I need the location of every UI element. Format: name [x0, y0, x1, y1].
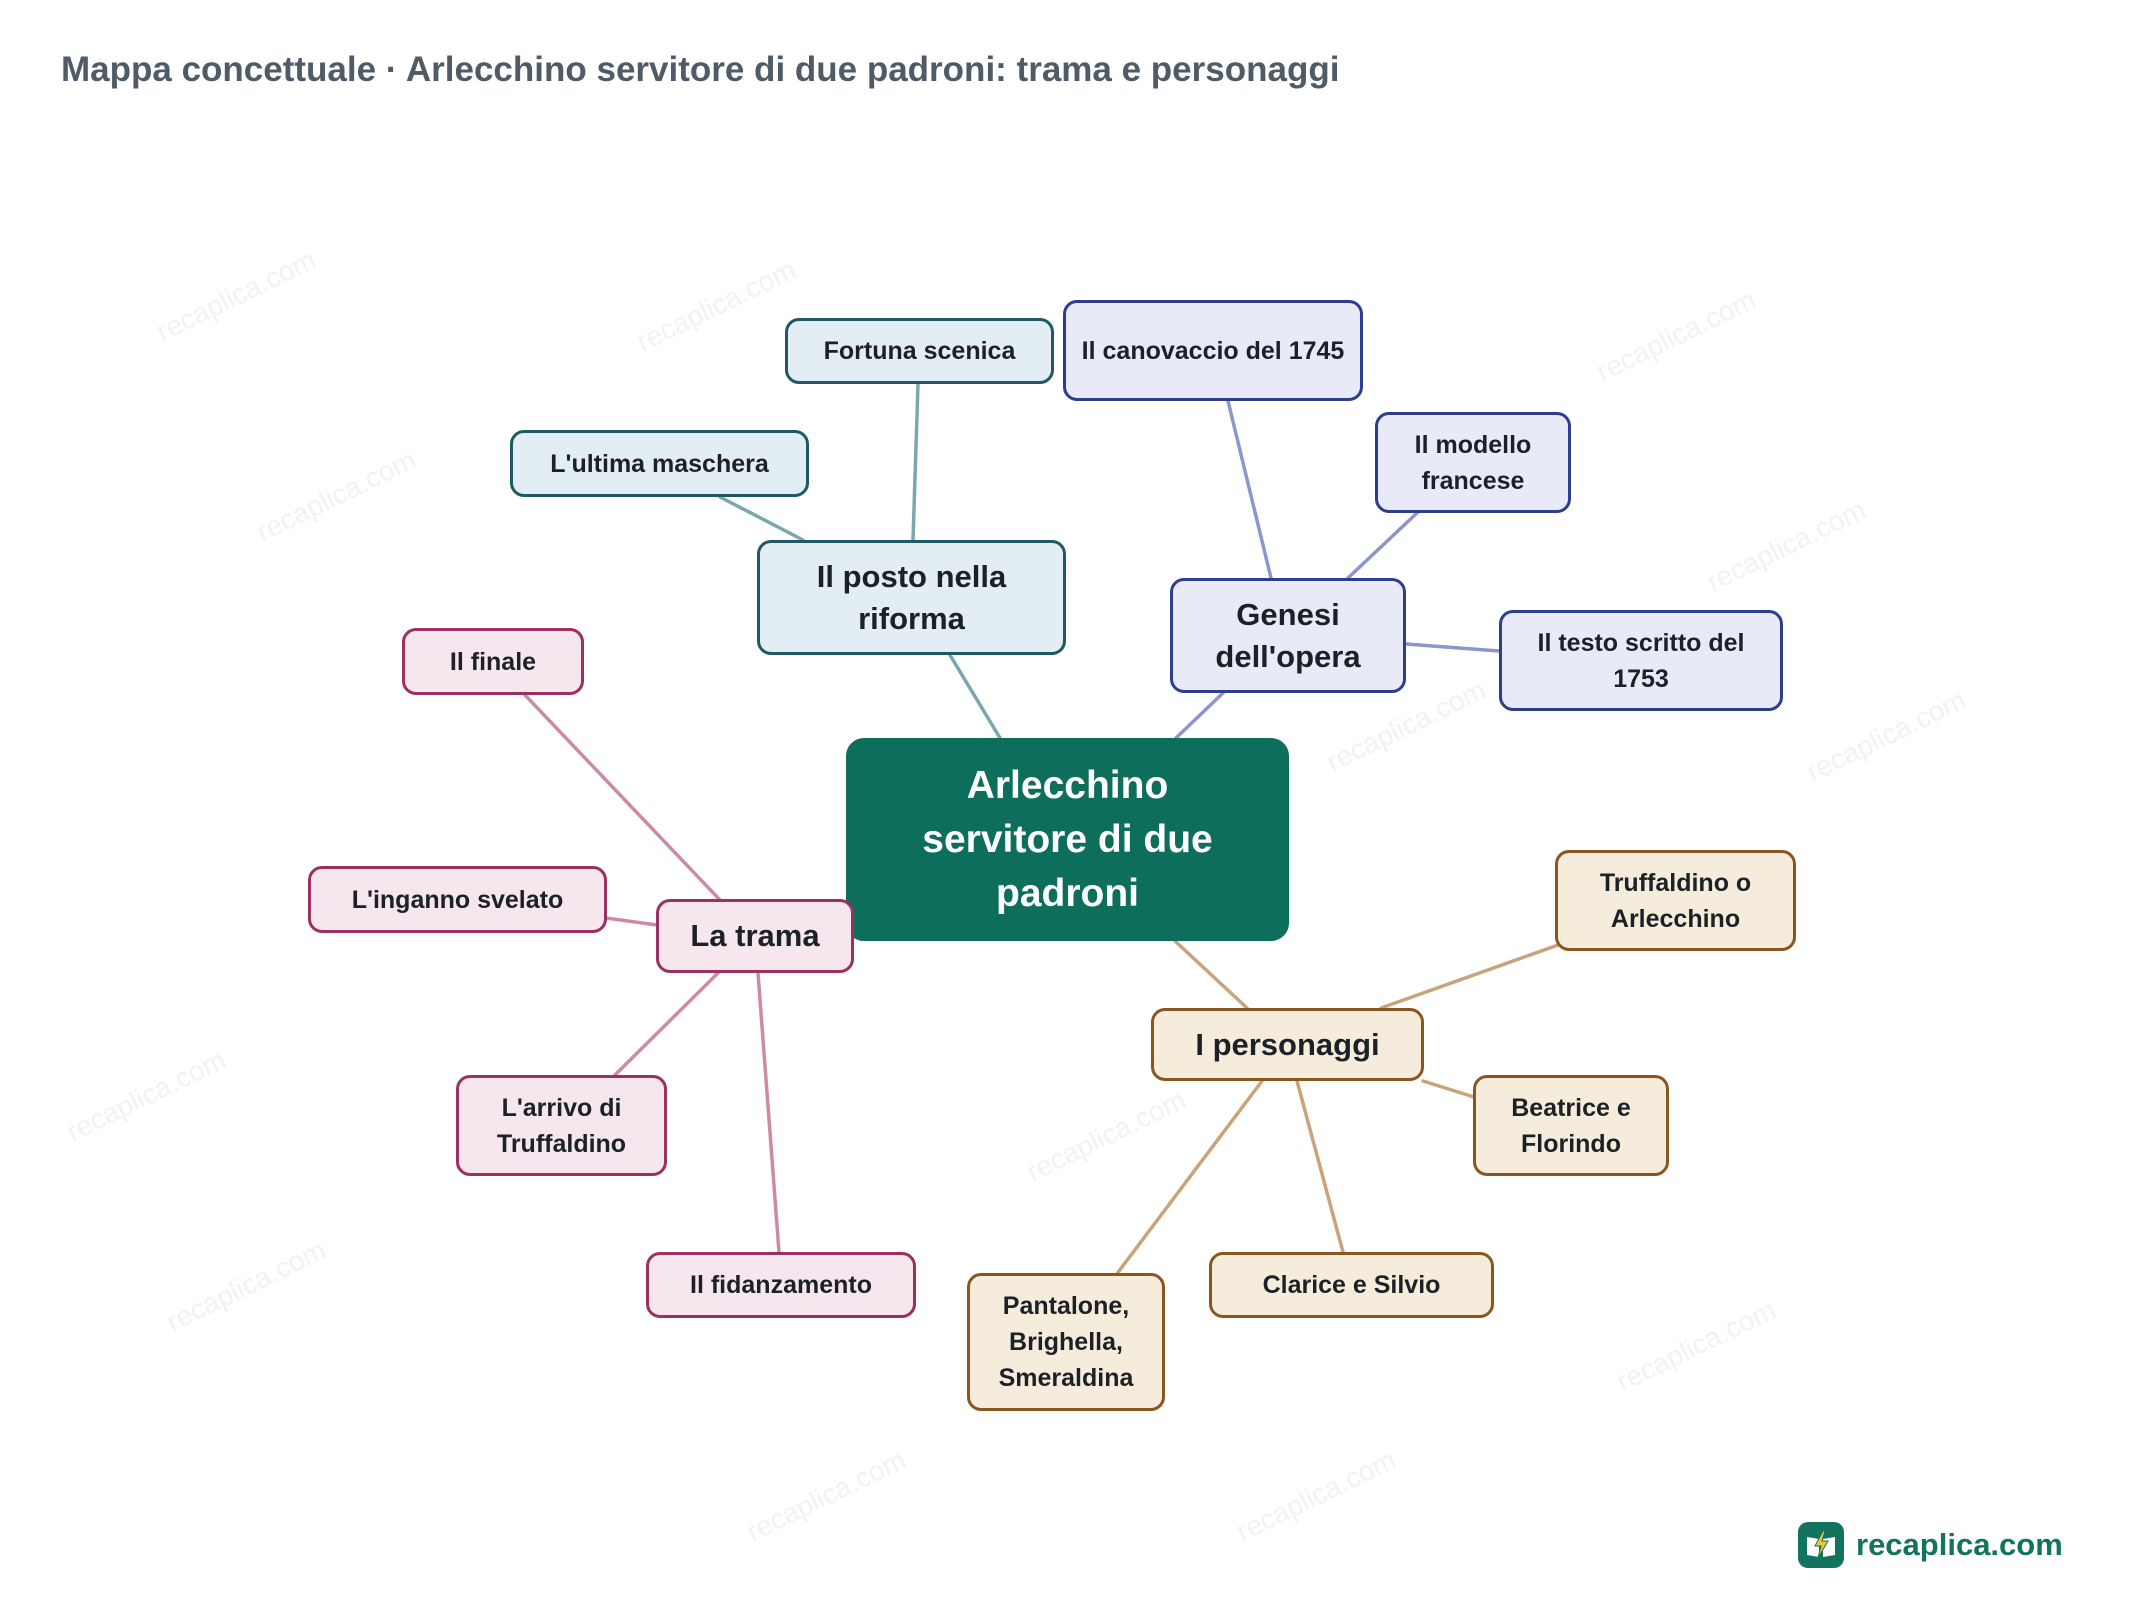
edge-genesi-testo	[1404, 642, 1501, 653]
edge-personaggi-truffaldino	[1379, 943, 1560, 1010]
leaf-beatrice-florindo[interactable]: Beatrice e Florindo	[1473, 1075, 1669, 1176]
brand-name: recaplica.com	[1856, 1527, 2063, 1562]
edge-trama-inganno	[604, 916, 659, 927]
leaf-fidanzamento[interactable]: Il fidanzamento	[646, 1252, 916, 1318]
edge-personaggi-beatrice	[1421, 1079, 1476, 1099]
page-title: Mappa concettuale · Arlecchino servitore…	[61, 50, 1340, 89]
edge-personaggi-pantalone	[1114, 1079, 1264, 1277]
branch-riforma[interactable]: Il posto nella riforma	[757, 540, 1066, 655]
edge-central-personaggi	[1173, 939, 1249, 1010]
leaf-truffaldino-arlecchino[interactable]: Truffaldino o Arlecchino	[1555, 850, 1796, 951]
edge-trama-fidanzamento	[756, 971, 781, 1254]
leaf-ultima-maschera[interactable]: L'ultima maschera	[510, 430, 809, 497]
leaf-fortuna-scenica[interactable]: Fortuna scenica	[785, 318, 1054, 384]
branch-personaggi[interactable]: I personaggi	[1151, 1008, 1424, 1081]
book-bolt-icon	[1798, 1522, 1844, 1568]
edge-riforma-fortuna	[911, 382, 920, 542]
edge-trama-finale	[523, 693, 722, 902]
central-node[interactable]: Arlecchino servitore di due padroni	[846, 738, 1289, 941]
leaf-pantalone-brighella-smeraldina[interactable]: Pantalone, Brighella, Smeraldina	[967, 1273, 1165, 1411]
edge-riforma-maschera	[718, 495, 805, 542]
edge-genesi-modello	[1346, 511, 1419, 580]
branch-genesi[interactable]: Genesi dell'opera	[1170, 578, 1406, 693]
branch-trama[interactable]: La trama	[656, 899, 854, 973]
leaf-canovaccio-1745[interactable]: Il canovaccio del 1745	[1063, 300, 1363, 401]
leaf-testo-1753[interactable]: Il testo scritto del 1753	[1499, 610, 1783, 711]
edge-central-genesi	[1174, 691, 1225, 740]
leaf-il-finale[interactable]: Il finale	[402, 628, 584, 695]
leaf-clarice-silvio[interactable]: Clarice e Silvio	[1209, 1252, 1494, 1318]
leaf-arrivo-truffaldino[interactable]: L'arrivo di Truffaldino	[456, 1075, 667, 1176]
leaf-inganno-svelato[interactable]: L'inganno svelato	[308, 866, 607, 933]
edge-genesi-canovaccio	[1226, 399, 1273, 580]
brand-logo[interactable]: recaplica.com	[1798, 1522, 2063, 1568]
edge-central-riforma	[948, 653, 1002, 740]
leaf-modello-francese[interactable]: Il modello francese	[1375, 412, 1571, 513]
edge-trama-arrivo	[613, 971, 720, 1077]
edge-personaggi-clarice	[1295, 1079, 1345, 1254]
